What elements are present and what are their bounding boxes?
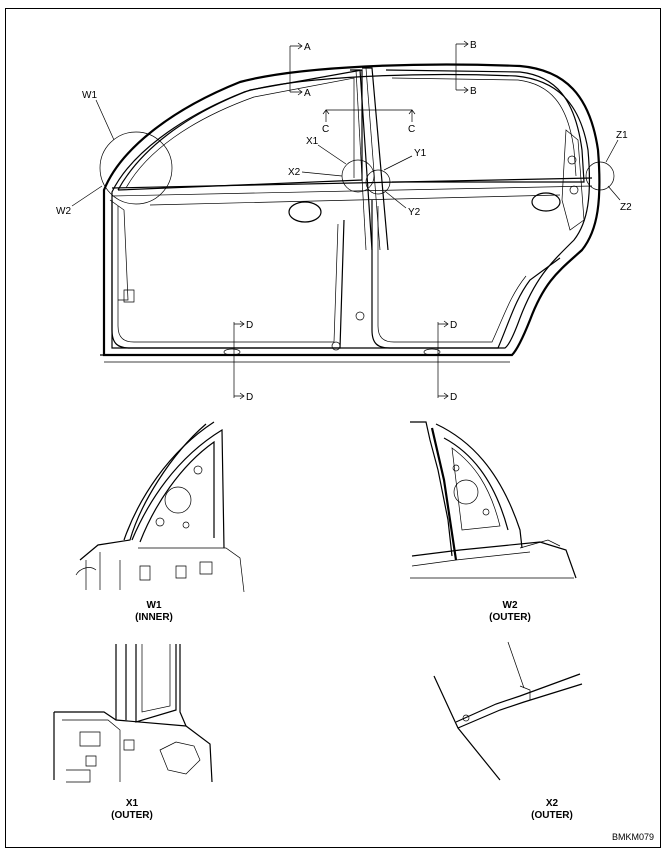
figure-frame — [5, 8, 661, 848]
detail-w2-drawing — [410, 421, 577, 579]
section-c-left-label: C — [322, 124, 329, 135]
section-markers — [71, 40, 621, 400]
section-b-bottom-label: B — [470, 86, 477, 97]
callout-y1: Y1 — [414, 148, 427, 159]
section-a-top-label: A — [304, 42, 311, 53]
detail-x1-view: (OUTER) — [111, 810, 153, 821]
section-a-bottom-label: A — [304, 88, 311, 99]
detail-x1-id: X1 — [126, 798, 139, 809]
section-d-lower-right-label: D — [450, 392, 457, 403]
detail-x2-view: (OUTER) — [531, 810, 573, 821]
detail-x1-drawing — [53, 644, 213, 783]
figure-code: BMKM079 — [612, 832, 654, 842]
detail-w1-id: W1 — [147, 600, 162, 611]
detail-w1-drawing — [75, 421, 245, 593]
callout-z2: Z2 — [620, 202, 632, 213]
section-c-right-label: C — [408, 124, 415, 135]
section-d-upper-right-label: D — [450, 320, 457, 331]
callout-x1: X1 — [306, 136, 319, 147]
callout-w1: W1 — [82, 90, 97, 101]
detail-w2-view: (OUTER) — [489, 612, 531, 623]
detail-w1-view: (INNER) — [135, 612, 173, 623]
detail-w2-id: W2 — [503, 600, 518, 611]
section-d-lower-left-label: D — [246, 392, 253, 403]
callout-x2: X2 — [288, 167, 301, 178]
detail-x2-drawing — [433, 641, 583, 781]
callout-y2: Y2 — [408, 207, 421, 218]
section-d-upper-left-label: D — [246, 320, 253, 331]
car-body-side — [99, 63, 615, 363]
callout-z1: Z1 — [616, 130, 628, 141]
section-b-top-label: B — [470, 40, 477, 51]
detail-x2-id: X2 — [546, 798, 559, 809]
callout-w2: W2 — [56, 206, 71, 217]
